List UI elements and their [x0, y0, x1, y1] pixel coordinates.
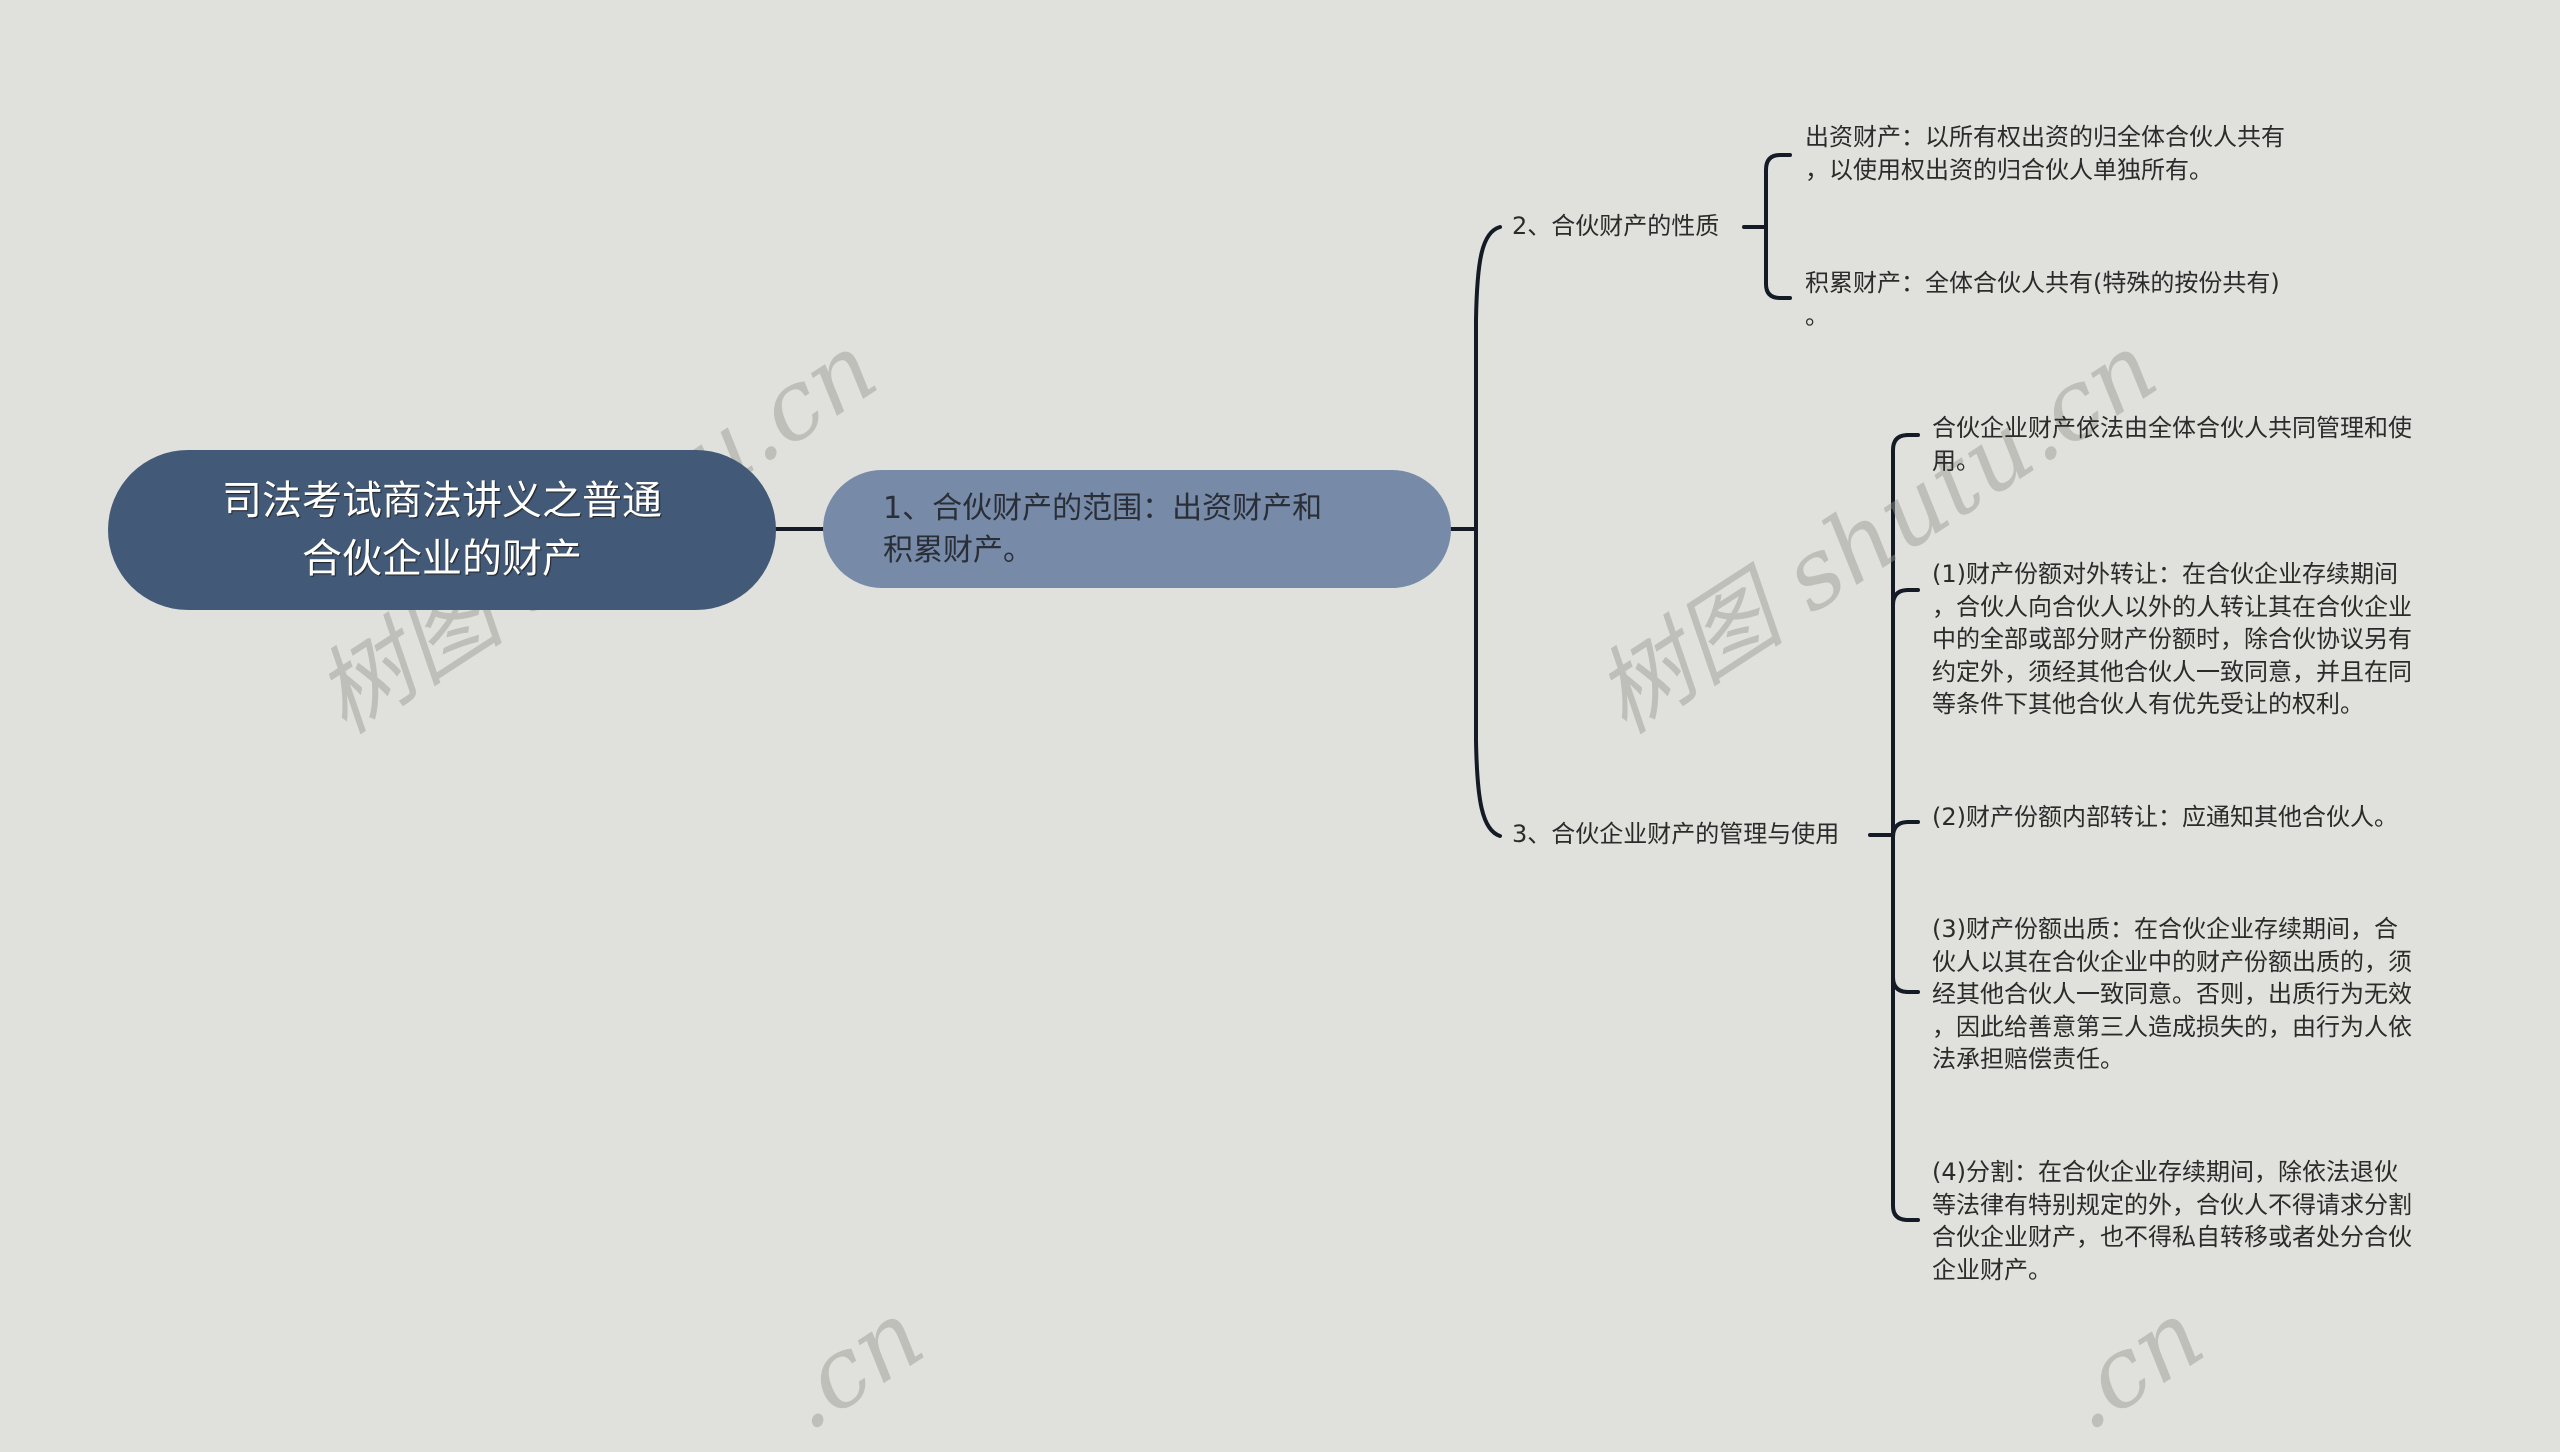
main-topic-node[interactable]: 1、合伙财产的范围：出资财产和 积累财产。 [823, 470, 1451, 588]
leaf-node[interactable]: 积累财产：全体合伙人共有(特殊的按份共有) 。 [1805, 267, 2325, 332]
leaf-node[interactable]: 合伙企业财产依法由全体合伙人共同管理和使 用。 [1932, 412, 2452, 477]
leaf-line: (2)财产份额内部转让：应通知其他合伙人。 [1932, 803, 2398, 831]
leaf-line: 合伙企业财产依法由全体合伙人共同管理和使 [1932, 414, 2412, 442]
leaf-line: 企业财产。 [1932, 1255, 2052, 1284]
leaf-line: 约定外，须经其他合伙人一致同意，并且在同 [1932, 657, 2412, 686]
leaf-node[interactable]: 出资财产：以所有权出资的归全体合伙人共有 ，以使用权出资的归合伙人单独所有。 [1805, 121, 2325, 186]
leaf-line: 中的全部或部分财产份额时，除合伙协议另有 [1932, 625, 2412, 654]
leaf-line: (3)财产份额出质：在合伙企业存续期间，合 [1932, 915, 2398, 943]
leaf-line: 合伙企业财产，也不得私自转移或者处分合伙 [1932, 1223, 2412, 1252]
leaf-line: ，因此给善意第三人造成损失的，由行为人依 [1932, 1012, 2412, 1041]
main-topic-line: 积累财产。 [883, 533, 1033, 568]
leaf-line: (1)财产份额对外转让：在合伙企业存续期间 [1932, 560, 2398, 588]
leaf-line: 等条件下其他合伙人有优先受让的权利。 [1932, 690, 2364, 719]
leaf-node[interactable]: (1)财产份额对外转让：在合伙企业存续期间 ，合伙人向合伙人以外的人转让其在合伙… [1932, 558, 2452, 721]
leaf-line: 法承担赔偿责任。 [1932, 1045, 2124, 1074]
main-topic-line: 1、合伙财产的范围：出资财产和 [883, 491, 1323, 526]
root-title-line: 合伙企业的财产 [302, 536, 582, 582]
root-title: 司法考试商法讲义之普通 合伙企业的财产 [222, 472, 662, 588]
leaf-line: ，合伙人向合伙人以外的人转让其在合伙企业 [1932, 592, 2412, 621]
branch-node-property-nature[interactable]: 2、合伙财产的性质 [1512, 212, 1720, 240]
leaf-line: 等法律有特别规定的外，合伙人不得请求分割 [1932, 1190, 2412, 1219]
leaf-line: 积累财产：全体合伙人共有(特殊的按份共有) [1805, 269, 2280, 297]
leaf-line: 伙人以其在合伙企业中的财产份额出质的，须 [1932, 947, 2412, 976]
leaf-node[interactable]: (3)财产份额出质：在合伙企业存续期间，合 伙人以其在合伙企业中的财产份额出质的… [1932, 913, 2452, 1076]
leaf-line: (4)分割：在合伙企业存续期间，除依法退伙 [1932, 1158, 2398, 1186]
leaf-line: 用。 [1932, 446, 1980, 475]
leaf-node[interactable]: (2)财产份额内部转让：应通知其他合伙人。 [1932, 801, 2452, 834]
branch-node-management-use[interactable]: 3、合伙企业财产的管理与使用 [1512, 820, 1840, 848]
leaf-line: 经其他合伙人一致同意。否则，出质行为无效 [1932, 980, 2412, 1009]
leaf-line: 。 [1805, 301, 1829, 330]
root-title-line: 司法考试商法讲义之普通 [222, 478, 662, 524]
leaf-line: ，以使用权出资的归合伙人单独所有。 [1805, 155, 2213, 184]
leaf-line: 出资财产：以所有权出资的归全体合伙人共有 [1805, 123, 2285, 151]
main-topic-text: 1、合伙财产的范围：出资财产和 积累财产。 [883, 488, 1401, 572]
connector-lines [774, 153, 1920, 1222]
leaf-node[interactable]: (4)分割：在合伙企业存续期间，除依法退伙 等法律有特别规定的外，合伙人不得请求… [1932, 1156, 2452, 1286]
root-node[interactable]: 司法考试商法讲义之普通 合伙企业的财产 [108, 450, 776, 610]
